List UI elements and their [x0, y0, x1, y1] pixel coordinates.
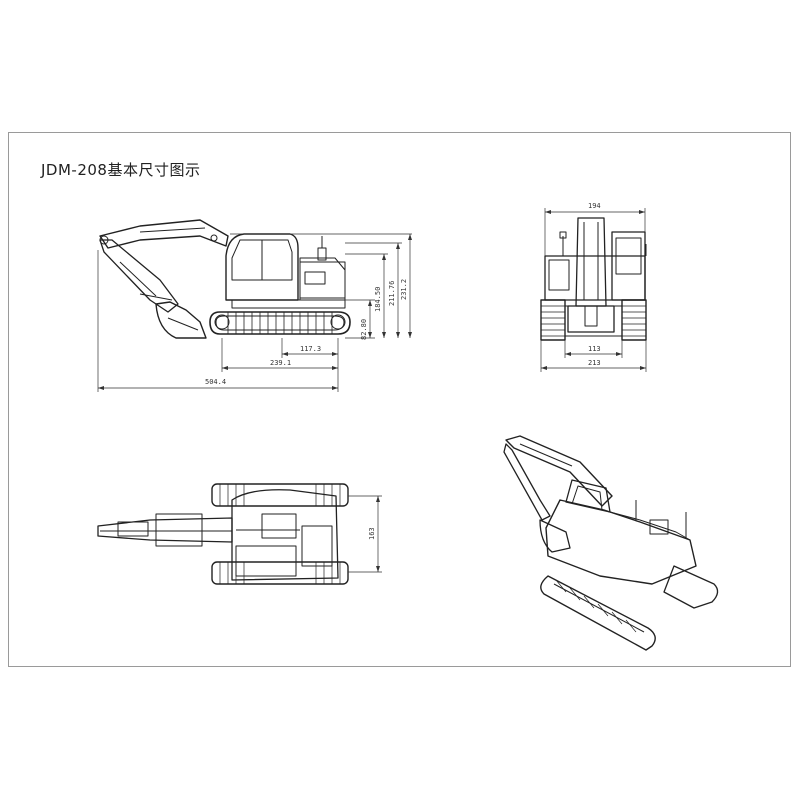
front-view-arrows [541, 210, 646, 370]
front-view-excavator [540, 217, 647, 341]
dim-top-width: 163 [368, 527, 376, 540]
drawing-frame [8, 132, 791, 667]
isometric-excavator [503, 435, 719, 651]
dim-front-inner-width: 113 [588, 345, 601, 353]
side-view-dimensions [97, 233, 412, 392]
top-view-arrows [376, 496, 380, 572]
dim-height-3: 211.76 [388, 281, 396, 306]
front-view-dimensions [540, 208, 647, 372]
dim-height-1: 82.80 [360, 319, 368, 340]
dim-height-2: 184.50 [374, 287, 382, 312]
dim-overall-length: 504.4 [205, 378, 226, 386]
drawing-title: JDM-208基本尺寸图示 [41, 161, 201, 179]
top-view-dimensions [348, 495, 382, 573]
dim-height-4: 231.2 [400, 279, 408, 300]
dim-front-overall-width: 213 [588, 359, 601, 367]
side-view-excavator [99, 219, 351, 339]
dim-track-length: 239.1 [270, 359, 291, 367]
dim-center-offset: 117.3 [300, 345, 321, 353]
top-view-excavator [97, 483, 349, 585]
side-view-arrows [98, 234, 412, 390]
dim-front-top-width: 194 [588, 202, 601, 210]
